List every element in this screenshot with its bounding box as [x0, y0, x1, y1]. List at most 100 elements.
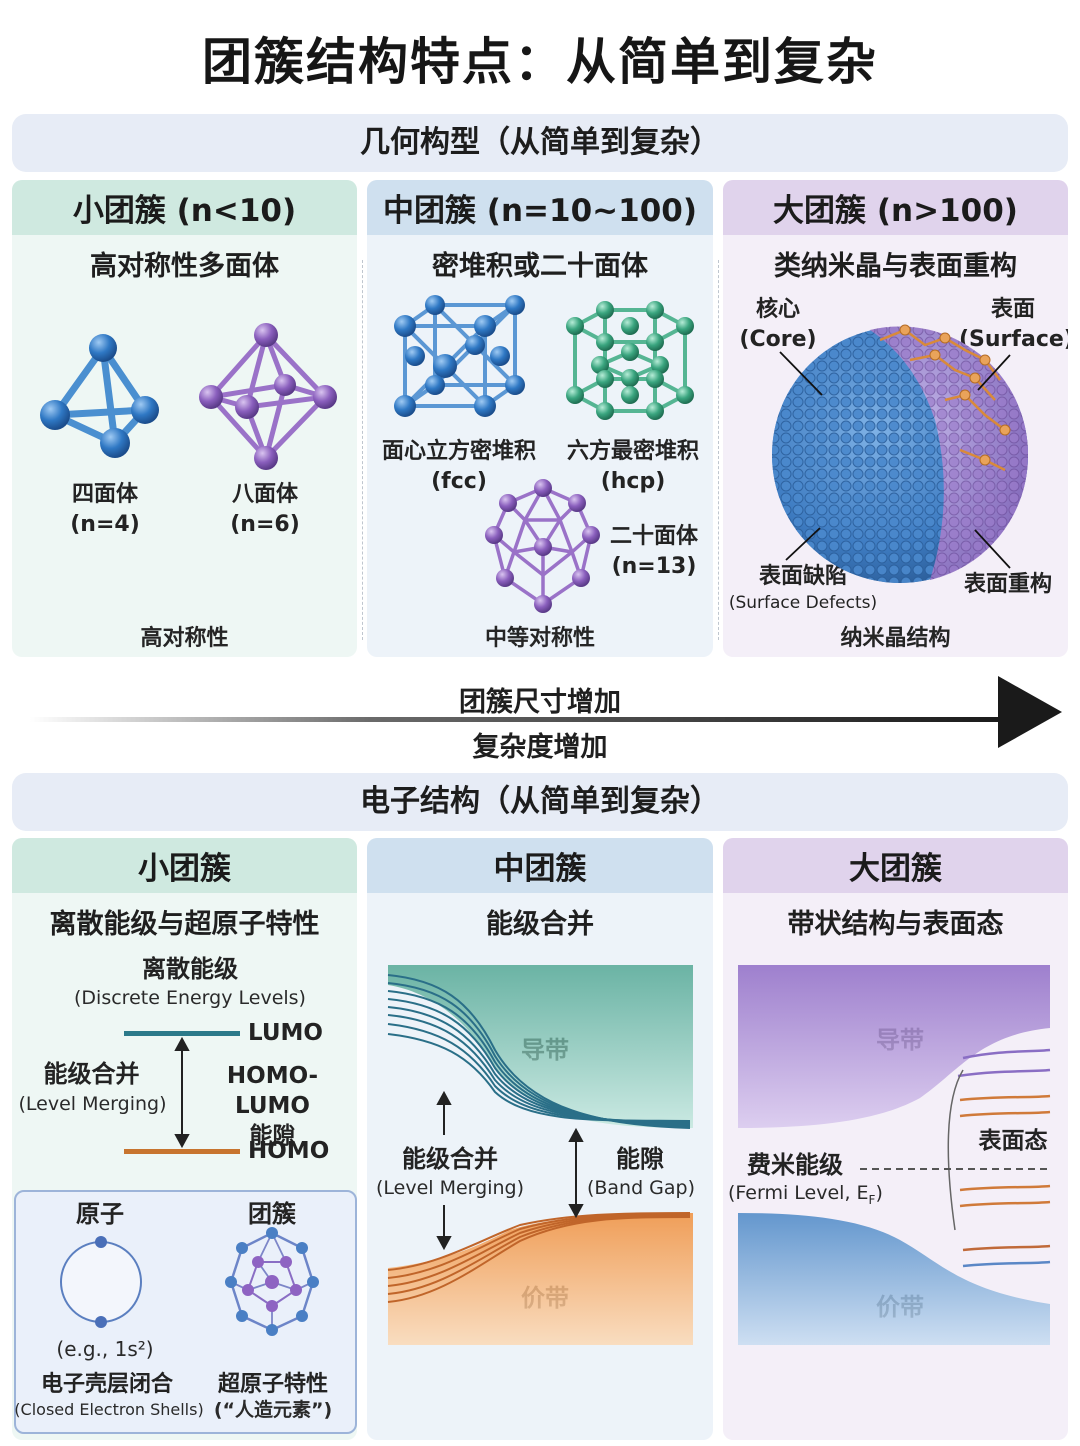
atom-caption-cn: 电子壳层闭合	[40, 1372, 173, 1397]
electronic-band-title: 电子结构（从简单到复杂）	[360, 784, 720, 819]
medium-valence-levels	[387, 1212, 691, 1303]
large-surface-states	[947, 1048, 1051, 1268]
atom-config: (e.g., 1s²)	[56, 1337, 154, 1361]
core-label: 核心 (Core)	[733, 295, 823, 354]
geometry-small-footer: 高对称性	[140, 626, 229, 651]
homo-lumo-gap-label: HOMO-LUMO 能隙	[190, 1062, 355, 1152]
superatom-cluster	[225, 1227, 319, 1336]
defect-en: (Surface Defects)	[728, 592, 878, 613]
hcp-name: 六方最密堆积	[566, 439, 699, 464]
surface-states-label: 表面态	[978, 1128, 1048, 1154]
medium-merge-arrow	[436, 1090, 452, 1251]
icosahedron-n: (n=13)	[611, 553, 697, 579]
surface-label: 表面 (Surface)	[959, 295, 1068, 354]
lumo-label: LUMO	[248, 1020, 323, 1046]
geometry-medium-header: 中团簇 (n=10~100)	[367, 180, 713, 235]
lumo-line	[124, 1031, 240, 1036]
medium-level-merging-en: (Level Merging)	[375, 1177, 525, 1199]
fermi-en-text: (Fermi Level, E	[728, 1182, 869, 1204]
octahedron-atoms	[199, 323, 337, 470]
divider-1	[362, 260, 363, 640]
electronic-small-header: 小团簇	[12, 838, 357, 893]
arrow-top-label: 团簇尺寸增加	[459, 687, 621, 718]
arrow-bottom-label: 复杂度增加	[472, 732, 608, 763]
electronic-medium-subtitle: 能级合并	[486, 909, 594, 940]
defect-cn: 表面缺陷	[758, 564, 847, 589]
fermi-level-cn: 费米能级	[747, 1151, 843, 1179]
fcc-label: 面心立方密堆积 (fcc)	[369, 437, 549, 496]
tetrahedron-atoms	[40, 334, 159, 458]
medium-gap-cn: 能隙	[616, 1145, 664, 1173]
geometry-large-header: 大团簇 (n>100)	[723, 180, 1068, 235]
geometry-small-header: 小团簇 (n<10)	[12, 180, 357, 235]
reconstruction-label: 表面重构	[963, 572, 1052, 597]
icosahedron-atoms	[485, 479, 600, 613]
small-level-merging-en: (Level Merging)	[18, 1093, 167, 1115]
page-title: 团簇结构特点：从简单到复杂	[202, 33, 878, 91]
cluster-caption-en: (“人造元素”)	[213, 1399, 333, 1421]
geometry-band: 几何构型（从简单到复杂）	[12, 114, 1068, 172]
atom-caption-en: (Closed Electron Shells)	[14, 1400, 204, 1419]
geometry-medium-panel: 中团簇 (n=10~100) 密堆积或二十面体 面心立方密堆积 (fcc) 六方…	[367, 180, 713, 657]
fermi-level-en: (Fermi Level, EF)	[728, 1181, 888, 1208]
medium-level-merging-cn: 能级合并	[402, 1145, 498, 1173]
medium-valence-band	[388, 1213, 693, 1345]
geometry-large-subtitle: 类纳米晶与表面重构	[774, 251, 1017, 282]
cluster-title: 团簇	[248, 1200, 296, 1228]
gap-label-line2: 能隙	[249, 1122, 296, 1149]
discrete-levels-cn: 离散能级	[142, 955, 238, 983]
tetrahedron-name: 四面体	[71, 482, 138, 507]
surface-cn: 表面	[990, 297, 1035, 322]
homo-line	[124, 1149, 240, 1154]
helium-atom	[60, 1236, 142, 1328]
surface-en: (Surface)	[959, 326, 1068, 352]
small-level-merging-cn: 能级合并	[43, 1060, 140, 1088]
electronic-medium-header: 中团簇	[367, 838, 713, 893]
geometry-medium-footer: 中等对称性	[484, 626, 595, 651]
size-arrow	[30, 676, 1062, 748]
geometry-band-title: 几何构型（从简单到复杂）	[360, 125, 720, 160]
medium-conduction-levels	[387, 974, 691, 1129]
fcc-abbr: (fcc)	[431, 468, 487, 494]
atom-title: 原子	[76, 1200, 124, 1228]
core-cn: 核心	[755, 297, 800, 322]
divider-2	[718, 260, 719, 640]
hcp-label: 六方最密堆积 (hcp)	[555, 437, 711, 496]
octahedron-n: (n=6)	[230, 511, 300, 537]
fermi-close: )	[875, 1182, 883, 1204]
geometry-small-subtitle: 高对称性多面体	[90, 251, 279, 282]
fermi-subscript: F	[868, 1192, 876, 1207]
cluster-caption-cn: 超原子特性	[217, 1372, 328, 1397]
hcp-atoms	[566, 301, 694, 420]
large-valence-band	[738, 1213, 1050, 1345]
geometry-large-footer: 纳米晶结构	[840, 626, 951, 651]
geometry-small-panel: 小团簇 (n<10) 高对称性多面体 四面体 (n=4) 八面体 (n=6) 高…	[12, 180, 357, 657]
tetrahedron-label: 四面体 (n=4)	[50, 480, 160, 539]
geometry-medium-subtitle: 密堆积或二十面体	[432, 251, 648, 282]
fcc-atoms	[394, 295, 525, 417]
octahedron-name: 八面体	[231, 482, 298, 507]
icosahedron-name: 二十面体	[609, 524, 698, 549]
tetrahedron-n: (n=4)	[70, 511, 140, 537]
electronic-large-subtitle: 带状结构与表面态	[787, 909, 1004, 940]
electronic-small-subtitle: 离散能级与超原子特性	[49, 909, 320, 940]
nanocrystal-pointers	[779, 351, 1011, 569]
fcc-name: 面心立方密堆积	[381, 439, 536, 464]
nanocrystal-model	[772, 324, 1029, 583]
homo-label: HOMO	[248, 1138, 330, 1164]
large-conduction-band	[738, 965, 1050, 1128]
gap-label-line1: HOMO-LUMO	[226, 1063, 319, 1119]
hcp-abbr: (hcp)	[600, 468, 666, 494]
electronic-band: 电子结构（从简单到复杂）	[12, 773, 1068, 831]
icosahedron-label: 二十面体 (n=13)	[599, 522, 709, 581]
medium-gap-en: (Band Gap)	[586, 1177, 696, 1199]
core-en: (Core)	[739, 326, 817, 352]
defect-label: 表面缺陷 (Surface Defects)	[723, 562, 883, 615]
electronic-large-header: 大团簇	[723, 838, 1068, 893]
homo-lumo-arrow	[174, 1036, 190, 1149]
octahedron-label: 八面体 (n=6)	[210, 480, 320, 539]
discrete-levels-en: (Discrete Energy Levels)	[74, 987, 306, 1009]
medium-gap-arrow	[568, 1127, 584, 1219]
